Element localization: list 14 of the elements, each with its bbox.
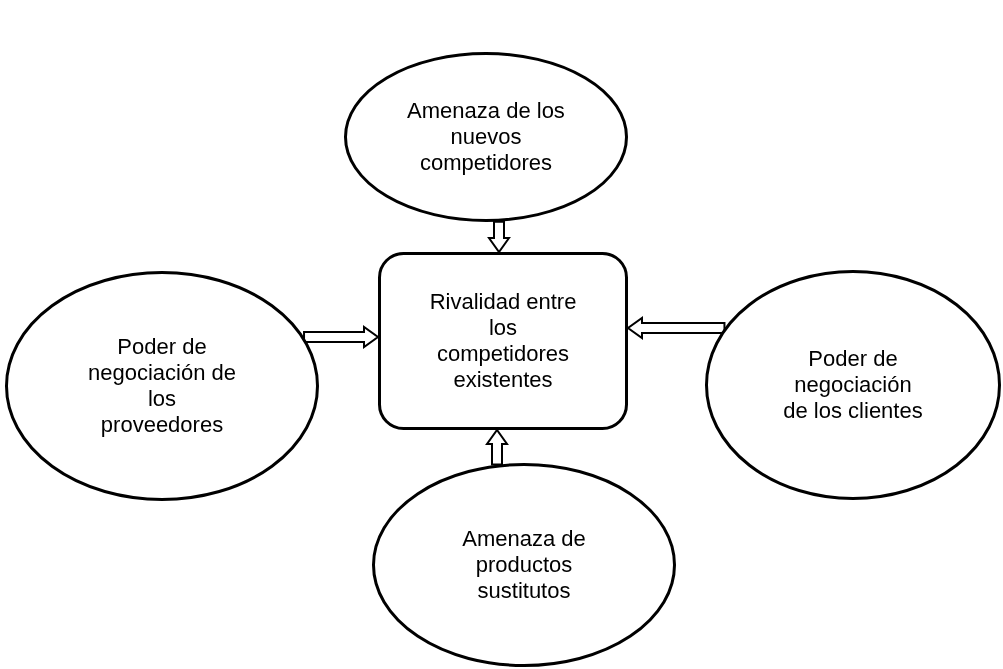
node-text: Poder de negociación de los proveedores [87,334,237,438]
node-text: Poder de negociación de los clientes [783,346,923,424]
node-text: Rivalidad entre los competidores existentes [428,289,578,393]
ellipse-node [5,271,319,501]
node-text: Amenaza de los nuevos competidores [406,98,566,176]
block-arrow [485,428,509,466]
block-arrow [626,316,726,340]
ellipse-node [705,270,1001,500]
ellipse-node [372,463,676,667]
node-text: Amenaza de productos sustitutos [461,526,587,604]
ellipse-node [344,52,628,222]
rounded-box [378,252,628,430]
block-arrow [487,220,511,254]
block-arrow [303,325,380,349]
